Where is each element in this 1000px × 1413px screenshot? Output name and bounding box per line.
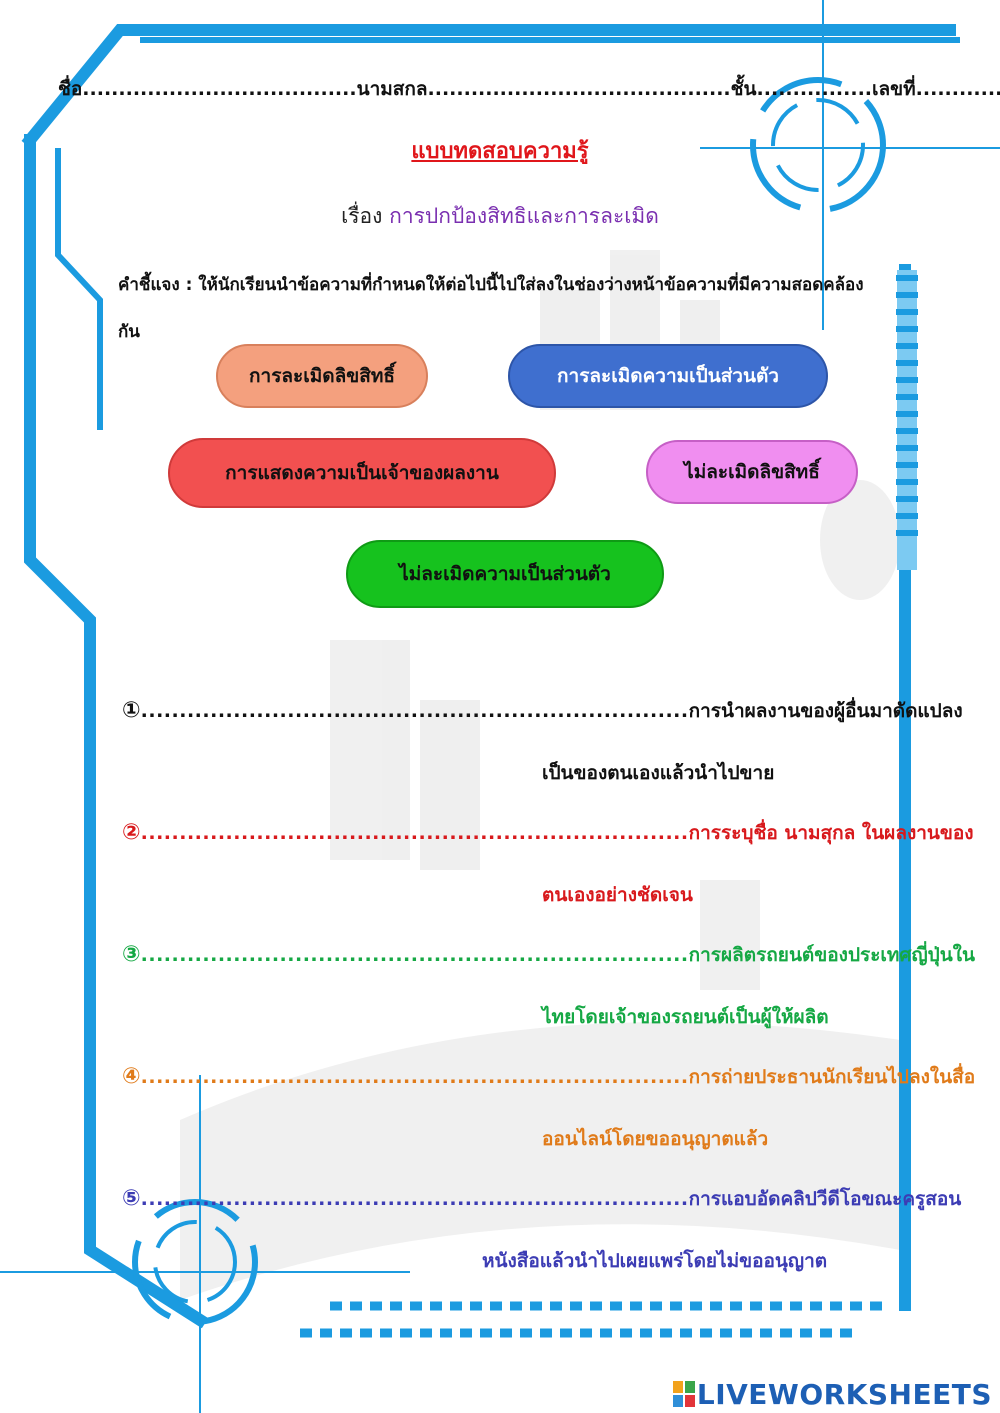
question-text: การแอบอัดคลิปวีดีโอขณะครูสอน (688, 1188, 962, 1210)
instructions: คำชี้แจง : ให้นักเรียนนำข้อความที่กำหนดใ… (118, 275, 864, 342)
question-number: ③ (122, 942, 141, 967)
question-text: การถ่ายประธานนักเรียนไปลงในสื่อ (688, 1066, 976, 1088)
watermark-text: LIVEWORKSHEETS (696, 1378, 992, 1411)
page-title: แบบทดสอบความรู้ (411, 139, 589, 164)
subtitle-topic: การปกป้องสิทธิและการละเมิด (389, 204, 659, 228)
question-4: ④.......................................… (122, 1062, 975, 1092)
option-privacy-infringement[interactable]: การละเมิดความเป็นส่วนตัว (508, 344, 828, 408)
question-text: การนำผลงานของผู้อื่นมาดัดแปลง (688, 700, 963, 722)
question-3: ③.......................................… (122, 940, 975, 970)
option-copyright-infringement[interactable]: การละเมิดลิขสิทธิ์ (216, 344, 428, 408)
subtitle-label: เรื่อง (341, 204, 383, 228)
question-number: ⑤ (122, 1186, 141, 1211)
question-text: การระบุชื่อ นามสุกล ในผลงานของ (688, 822, 974, 844)
question-5-continued: หนังสือแล้วนำไปเผยแพร่โดยไม่ขออนุญาต (482, 1250, 828, 1272)
liveworksheets-logo: LIVEWORKSHEETS (672, 1378, 992, 1411)
question-text: การผลิตรถยนต์ของประเทศญี่ปุ่นใน (688, 944, 976, 966)
answer-blank[interactable]: ........................................… (140, 700, 689, 722)
question-2-continued: ตนเองอย่างชัดเจน (542, 884, 693, 906)
question-5: ⑤.......................................… (122, 1184, 961, 1214)
answer-blank[interactable]: ........................................… (140, 1188, 689, 1210)
student-info-line: ชื่อ....................................… (58, 78, 1000, 100)
liveworksheets-icon (672, 1381, 695, 1407)
question-1-continued: เป็นของตนเองแล้วนำไปขาย (542, 762, 775, 784)
answer-blank[interactable]: ........................................… (140, 944, 689, 966)
answer-blank[interactable]: ........................................… (140, 822, 689, 844)
question-number: ④ (122, 1064, 141, 1089)
question-4-continued: ออนไลน์โดยขออนุญาตแล้ว (542, 1128, 769, 1150)
option-ownership-display[interactable]: การแสดงความเป็นเจ้าของผลงาน (168, 438, 556, 508)
page-subtitle: เรื่อง การปกป้องสิทธิและการละเมิด (0, 200, 1000, 233)
option-no-copyright-infringement[interactable]: ไม่ละเมิดลิขสิทธิ์ (646, 440, 858, 504)
question-2: ②.......................................… (122, 818, 974, 848)
answer-blank[interactable]: ........................................… (140, 1066, 689, 1088)
option-no-privacy-infringement[interactable]: ไม่ละเมิดความเป็นส่วนตัว (346, 540, 664, 608)
question-1: ①.......................................… (122, 696, 963, 726)
question-number: ② (122, 820, 141, 845)
question-3-continued: ไทยโดยเจ้าของรถยนต์เป็นผู้ให้ผลิต (542, 1006, 829, 1028)
question-number: ① (122, 698, 141, 723)
